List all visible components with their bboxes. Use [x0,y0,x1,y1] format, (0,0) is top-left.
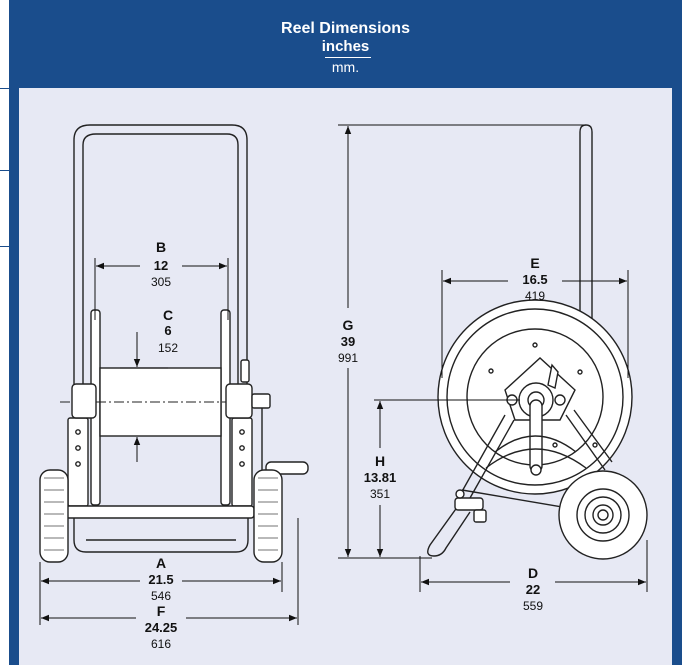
dim-e-inches: 16.5 [522,272,547,287]
side-leg [573,409,613,463]
side-divider [0,88,9,89]
dim-d-mm: 559 [523,599,543,613]
unit-inches-label: inches [321,38,370,55]
side-brace [485,448,587,469]
unit-mm-label: mm. [331,59,360,75]
dimension-e: E 16.5 419 [441,255,629,378]
side-strip [0,0,9,665]
dimension-a: A 21.5 546 [39,555,283,625]
side-wheel [558,470,648,560]
dim-g-mm: 991 [338,351,358,365]
bolt [75,429,81,435]
side-wheel-hub [592,504,614,526]
front-latch [240,359,250,383]
dim-h-letter: H [375,453,385,469]
dim-e-letter: E [530,255,539,271]
side-crank-knob [530,464,542,476]
side-leg [565,414,606,471]
bolt [239,429,245,435]
dim-h-inches: 13.81 [364,470,397,485]
dimension-f: F 24.25 616 [41,518,299,651]
dim-a-inches: 21.5 [148,572,173,587]
front-wheel-right [253,469,283,563]
dim-a-mm: 546 [151,589,171,603]
side-base-block [454,497,484,511]
dim-a-letter: A [156,555,166,571]
side-reel-rim [446,308,624,486]
dimension-g: G 39 991 [338,124,586,559]
front-base-frame [73,518,249,553]
dim-f-mm: 616 [151,637,171,651]
side-divider [0,246,9,247]
front-crank-hub [251,393,271,409]
bolt [75,445,81,451]
diagram-title: Reel Dimensions [281,20,410,37]
side-latch [547,363,559,389]
front-axle-bar [65,505,255,519]
dim-d-inches: 22 [526,582,540,597]
dim-c-letter: C [163,307,173,323]
front-wheel-left [39,469,69,563]
dimension-b: B 12 305 [94,239,229,320]
side-wheel-rim [584,496,622,534]
bolt [75,461,81,467]
bolt [552,442,558,448]
dim-h-mm: 351 [370,487,390,501]
frame-right [672,88,682,665]
side-leg [459,414,506,496]
front-handle-inner [82,133,239,398]
diagram-header: Reel Dimensions inches mm. [9,0,682,88]
front-view [39,124,309,563]
front-hub-left [71,383,97,419]
side-brace [494,435,577,453]
dim-g-inches: 39 [341,334,355,349]
dim-b-inches: 12 [154,258,168,273]
bolt [532,342,538,348]
bolt [239,461,245,467]
side-base-clip [473,509,487,523]
front-hub-right [225,383,253,419]
side-divider [0,170,9,171]
side-view [427,124,648,560]
side-base-foot [427,505,471,557]
bolt [592,442,598,448]
dim-f-letter: F [157,603,166,619]
dimension-h: H 13.81 351 [364,399,520,557]
dim-d-letter: D [528,565,538,581]
side-wheel-rim [576,488,630,542]
side-leg [469,419,515,499]
bolt [239,445,245,451]
unit-fraction-rule [325,57,371,58]
dim-b-mm: 305 [151,275,171,289]
dim-f-inches: 24.25 [145,620,178,635]
bolt [577,369,583,375]
dimension-c: C 6 152 [120,307,178,462]
dim-e-mm: 419 [525,289,545,303]
side-hub-bolt [554,394,566,406]
bolt [488,368,494,374]
dimension-d: D 22 559 [419,540,648,613]
side-wheel-hub [597,509,609,521]
frame-left [9,88,19,665]
dim-b-letter: B [156,239,166,255]
bolt [455,489,465,499]
front-handle [73,124,248,398]
dim-c-mm: 152 [158,341,178,355]
dim-g-letter: G [343,317,354,333]
dim-c-inches: 6 [164,323,171,338]
